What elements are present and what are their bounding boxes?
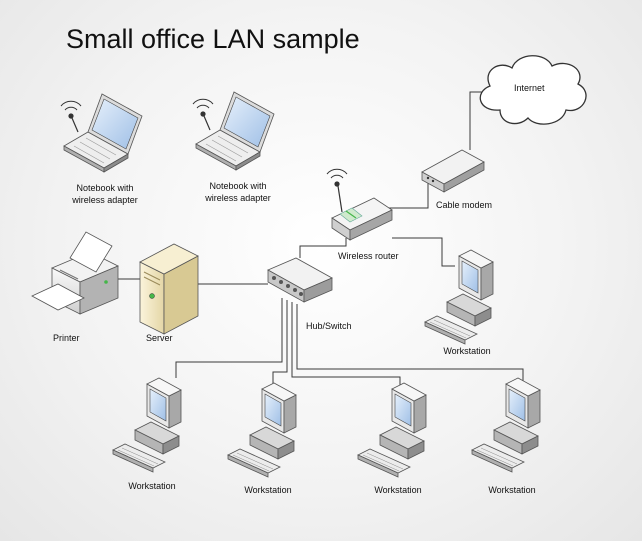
notebook-2-label-line1: Notebook with <box>209 181 267 191</box>
notebook-1-label-line2: wireless adapter <box>72 195 138 205</box>
switch-to-ws2 <box>272 300 288 390</box>
printer-icon <box>31 231 119 315</box>
workstation-icon <box>424 249 494 345</box>
workstation-2-label: Workstation <box>244 485 292 495</box>
workstation-icon <box>112 377 182 473</box>
internet-label: Internet <box>514 83 545 93</box>
workstation-right-label: Workstation <box>443 346 491 356</box>
modem-icon <box>421 149 485 193</box>
notebook-2-label: Notebook with wireless adapter <box>205 180 271 204</box>
server-icon <box>139 243 199 335</box>
notebook-2-label-line2: wireless adapter <box>205 193 271 203</box>
switch-to-ws1 <box>175 298 283 378</box>
modem-label: Cable modem <box>436 200 493 210</box>
cloud-icon <box>479 55 587 125</box>
laptop-icon <box>60 93 143 173</box>
workstation-3-label: Workstation <box>374 485 422 495</box>
workstation-icon <box>471 377 541 473</box>
switch-to-ws4 <box>296 304 524 385</box>
switch-label: Hub/Switch <box>306 321 352 331</box>
notebook-1-label-line1: Notebook with <box>76 183 134 193</box>
server-label: Server <box>146 333 173 343</box>
notebook-1-label: Notebook with wireless adapter <box>72 182 138 206</box>
workstation-icon <box>357 382 427 478</box>
workstation-1-label: Workstation <box>128 481 176 491</box>
switch-to-ws3 <box>291 302 401 390</box>
modem-to-router <box>385 178 429 209</box>
router-to-workstation <box>392 237 455 267</box>
router-icon <box>326 168 393 241</box>
cables <box>118 91 524 390</box>
diagram-title: Small office LAN sample <box>66 24 360 54</box>
workstation-icon <box>227 382 297 478</box>
router-label: Wireless router <box>338 251 399 261</box>
router-to-switch <box>299 238 347 258</box>
laptop-icon <box>192 91 275 171</box>
printer-label: Printer <box>53 333 80 343</box>
workstation-4-label: Workstation <box>488 485 536 495</box>
switch-icon <box>267 257 333 303</box>
